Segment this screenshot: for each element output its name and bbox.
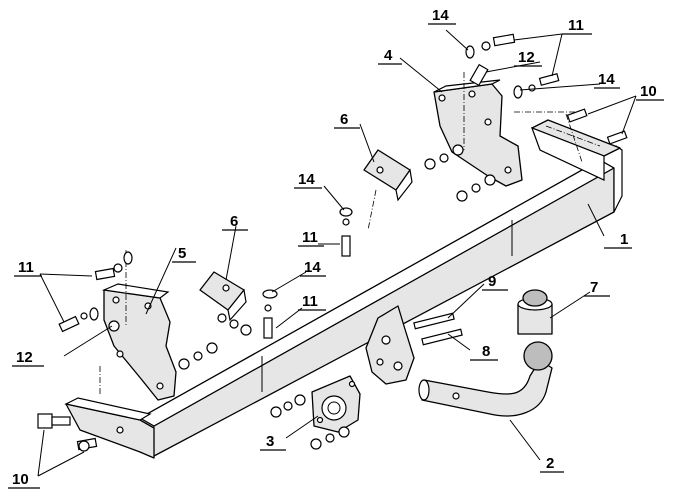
left-end-piece: [64, 397, 155, 459]
clamp-plate-right: [363, 149, 413, 202]
callout-2: 2: [546, 455, 554, 472]
callout-9: 9: [488, 273, 496, 290]
right-end-piece: [530, 119, 621, 181]
callout-6-right: 6: [340, 111, 348, 128]
callout-1: 1: [620, 231, 628, 248]
hitch-plate: [365, 305, 415, 385]
callout-4: 4: [384, 47, 393, 64]
callout-3: 3: [266, 433, 274, 450]
hardware: [37, 33, 628, 452]
left-bracket: [99, 250, 177, 401]
callout-14-left: 14: [304, 259, 321, 276]
tow-bar-arm: [418, 341, 553, 417]
clamp-plate-left: [199, 271, 247, 322]
callout-11-left: 11: [18, 259, 34, 276]
callout-12-top: 12: [518, 49, 535, 66]
callout-14-middle: 14: [298, 171, 315, 188]
callout-11-middle: 11: [302, 229, 318, 246]
socket-plate: [311, 375, 361, 433]
callout-6-left: 6: [230, 213, 238, 230]
right-bracket: [433, 72, 583, 187]
leader-lines: [37, 29, 637, 477]
callout-5: 5: [178, 245, 186, 262]
callout-14-top: 14: [432, 7, 449, 24]
callout-10-right: 10: [640, 83, 657, 100]
callout-14-right: 14: [598, 71, 615, 88]
callout-8: 8: [482, 343, 490, 360]
callout-10-left: 10: [12, 471, 29, 488]
ball-cover: [517, 289, 553, 335]
callout-11-top: 11: [568, 17, 584, 34]
callout-7: 7: [590, 279, 598, 296]
callout-12-left: 12: [16, 349, 33, 366]
callout-labels: 1 2 3 4 5 6 6 7 8 9 10 10 11 11 11 11 12…: [8, 7, 664, 489]
callout-11-left-bolt: 11: [302, 293, 318, 310]
